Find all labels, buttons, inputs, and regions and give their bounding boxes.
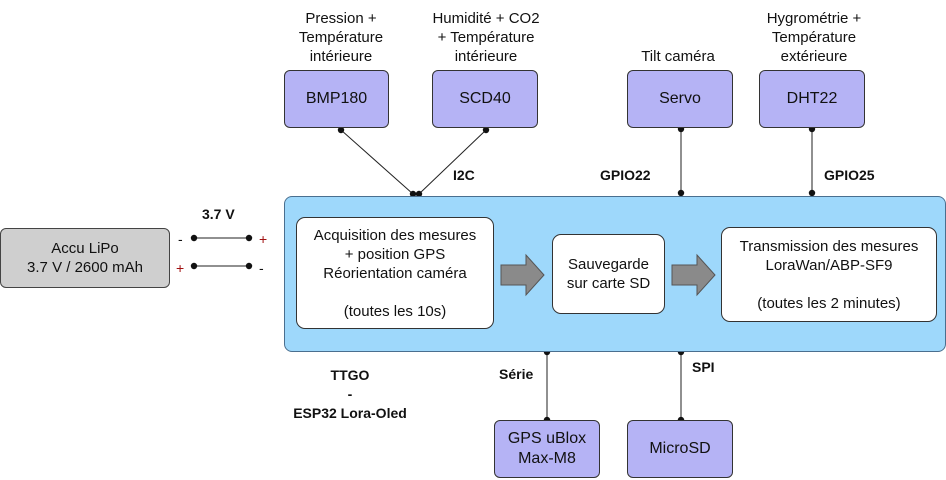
step-transmission: Transmission des mesures LoraWan/ABP-SF9…: [721, 227, 937, 322]
step-acquisition: Acquisition des mesures + position GPS R…: [296, 217, 494, 329]
servo-actuator: Servo: [627, 70, 733, 128]
connector-dot: [677, 189, 685, 197]
voltage-label: 3.7 V: [202, 206, 235, 222]
connector-dot: [409, 190, 417, 198]
board-name-line2: -: [347, 386, 353, 402]
connector-dot: [190, 234, 198, 242]
gps-module: GPS uBlox Max-M8: [494, 420, 600, 478]
step-sauvegarde: Sauvegarde sur carte SD: [552, 234, 665, 314]
bmp180-sensor: BMP180: [284, 70, 389, 128]
servo-caption: Tilt caméra: [641, 48, 715, 65]
scd40-caption: Humidité + CO2 + Température intérieure: [432, 10, 540, 65]
connector-dot: [415, 190, 423, 198]
board-name-line1: TTGO: [330, 367, 370, 383]
dht22-sensor: DHT22: [759, 70, 865, 128]
scd40-sensor: SCD40: [432, 70, 538, 128]
connector-dot: [245, 262, 253, 270]
polarity-plus: +: [259, 231, 268, 247]
bus-label-gpio22: GPIO22: [600, 167, 651, 183]
flow-arrow-right-icon: [500, 253, 545, 297]
board-name: TTGO - ESP32 Lora-Oled: [290, 366, 410, 423]
connector-dot: [808, 189, 816, 197]
bus-label-i2c: I2C: [453, 167, 475, 183]
bus-label-spi: SPI: [692, 359, 715, 375]
bmp180-caption: Pression + Température intérieure: [298, 10, 384, 65]
connector-dot: [190, 262, 198, 270]
polarity-minus: -: [178, 231, 183, 247]
microsd-module: MicroSD: [627, 420, 733, 478]
i2c-wire-bmp180: [340, 129, 414, 195]
polarity-minus: -: [259, 260, 264, 276]
connector-dot: [337, 126, 345, 134]
bus-label-gpio25: GPIO25: [824, 167, 875, 183]
flow-arrow-right-icon: [671, 253, 716, 297]
connector-dot: [482, 126, 490, 134]
bus-label-serie: Série: [499, 366, 534, 382]
board-name-line3: ESP32 Lora-Oled: [293, 405, 407, 421]
connector-dot: [245, 234, 253, 242]
i2c-wire-scd40: [418, 129, 487, 195]
dht22-caption: Hygrométrie + Température extérieure: [766, 10, 862, 65]
lipo-battery: Accu LiPo 3.7 V / 2600 mAh: [0, 228, 170, 288]
polarity-plus: +: [176, 260, 185, 276]
